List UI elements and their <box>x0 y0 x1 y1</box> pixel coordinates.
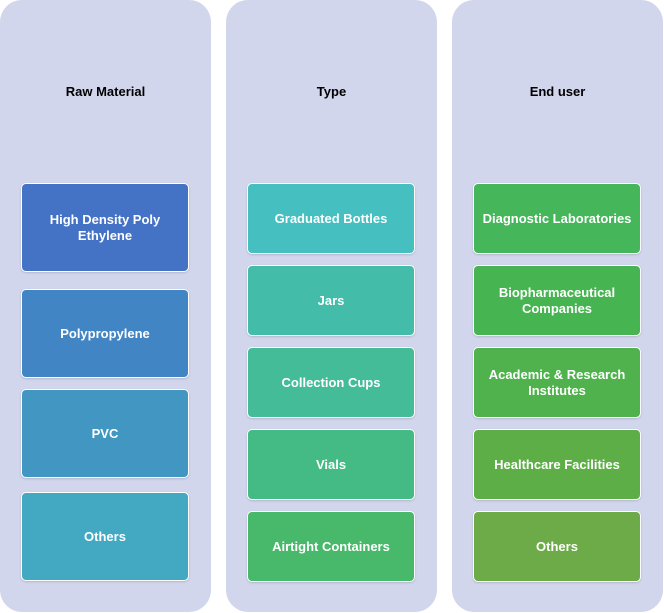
type-item-airtight-containers: Airtight Containers <box>247 511 415 582</box>
type-item-jars: Jars <box>247 265 415 336</box>
column-title-type: Type <box>316 84 347 99</box>
end-user-item-academic-research-institutes-label: Academic & Research Institutes <box>488 366 626 398</box>
raw-material-item-pvc-label: PVC <box>91 425 119 441</box>
raw-material-item-others: Others <box>21 492 189 581</box>
raw-material-item-polypropylene-label: Polypropylene <box>60 325 150 341</box>
type-item-graduated-bottles: Graduated Bottles <box>247 183 415 254</box>
type-item-vials-label: Vials <box>315 456 347 472</box>
end-user-item-academic-research-institutes: Academic & Research Institutes <box>473 347 641 418</box>
column-title-raw-material: Raw Material <box>65 84 146 99</box>
type-item-collection-cups-label: Collection Cups <box>281 374 381 390</box>
end-user-item-diagnostic-laboratories-label: Diagnostic Laboratories <box>482 210 632 226</box>
end-user-item-diagnostic-laboratories: Diagnostic Laboratories <box>473 183 641 254</box>
end-user-item-biopharmaceutical-companies-label: Biopharmaceutical Companies <box>498 284 616 316</box>
column-title-end-user: End user <box>529 84 586 99</box>
type-item-airtight-containers-label: Airtight Containers <box>272 538 390 554</box>
raw-material-item-pvc: PVC <box>21 389 189 478</box>
raw-material-item-hdpe-label: High Density Poly Ethylene <box>49 211 161 243</box>
type-item-collection-cups: Collection Cups <box>247 347 415 418</box>
end-user-item-others-label: Others <box>536 538 578 554</box>
end-user-item-healthcare-facilities-label: Healthcare Facilities <box>494 456 620 472</box>
end-user-item-others: Others <box>473 511 641 582</box>
column-raw-material: Raw Material High Density Poly Ethylene … <box>0 0 211 612</box>
end-user-item-biopharmaceutical-companies: Biopharmaceutical Companies <box>473 265 641 336</box>
end-user-item-healthcare-facilities: Healthcare Facilities <box>473 429 641 500</box>
raw-material-item-others-label: Others <box>84 528 126 544</box>
column-end-user: End user Diagnostic Laboratories Biophar… <box>452 0 663 612</box>
type-item-graduated-bottles-label: Graduated Bottles <box>274 210 388 226</box>
column-type: Type Graduated Bottles Jars Collection C… <box>226 0 437 612</box>
type-item-jars-label: Jars <box>317 292 345 308</box>
type-item-vials: Vials <box>247 429 415 500</box>
raw-material-item-polypropylene: Polypropylene <box>21 289 189 378</box>
raw-material-item-hdpe: High Density Poly Ethylene <box>21 183 189 272</box>
